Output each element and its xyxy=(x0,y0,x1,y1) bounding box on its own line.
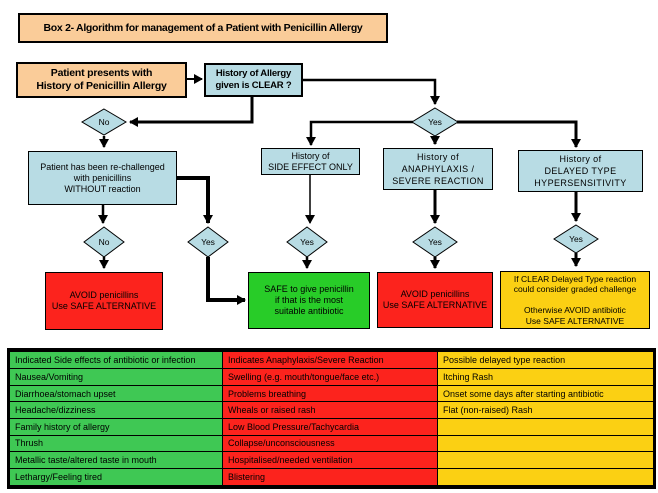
node-text: HYPERSENSITIVITY xyxy=(534,178,627,188)
decision-label-no-clear: No xyxy=(98,117,110,127)
table-cell xyxy=(437,451,655,469)
table-cell: Nausea/Vomiting xyxy=(8,368,223,386)
decision-diamond-no-rechallenged xyxy=(83,226,125,258)
node-text: SAFE to give penicillin xyxy=(264,284,354,294)
table-cell: Headache/dizziness xyxy=(8,401,223,419)
decision-label-no-rechallenged: No xyxy=(98,237,110,247)
node-text: Patient has been re-challenged xyxy=(40,161,165,172)
node-text: Use SAFE ALTERNATIVE xyxy=(51,301,157,311)
node-text: Otherwise AVOID antibiotic xyxy=(524,305,626,316)
decision-diamond-yes-anaphylaxis xyxy=(412,226,458,258)
table-row: Headache/dizziness Wheals or raised rash… xyxy=(8,401,655,419)
node-delayed-outcome: If CLEAR Delayed Type reaction could con… xyxy=(500,271,650,329)
table-cell: Hospitalised/needed ventilation xyxy=(222,451,438,469)
table-cell: Problems breathing xyxy=(222,384,438,403)
decision-diamond-yes-clear xyxy=(411,107,459,137)
node-text: AVOID penicillins xyxy=(400,289,470,299)
table-cell: Metallic taste/altered taste in mouth xyxy=(8,451,223,469)
node-text: WITHOUT reaction xyxy=(64,183,141,194)
table-cell xyxy=(437,417,655,436)
decision-label-yes-side-effect: Yes xyxy=(300,237,314,247)
table-cell: Collapse/unconsciousness xyxy=(222,434,438,453)
node-text: suitable antibiotic xyxy=(274,306,344,316)
table-row: Lethargy/Feeling tired Blistering xyxy=(8,467,655,488)
table-cell xyxy=(437,434,655,453)
node-text: given is CLEAR ? xyxy=(215,80,292,91)
decision-diamond-yes-side-effect xyxy=(286,226,328,258)
node-text: History of xyxy=(559,154,602,164)
node-history-clear-question: History of Allergy given is CLEAR ? xyxy=(204,63,303,97)
table-row: Indicated Side effects of antibiotic or … xyxy=(8,349,655,370)
decision-label-yes-anaphylaxis: Yes xyxy=(428,237,442,247)
table-cell: Swelling (e.g. mouth/tongue/face etc.) xyxy=(222,368,438,386)
table-cell: Blistering xyxy=(222,467,438,488)
node-text: could consider graded challenge xyxy=(513,284,637,295)
table-cell: Onset some days after starting antibioti… xyxy=(437,384,655,403)
node-patient-presents: Patient presents with History of Penicil… xyxy=(16,62,187,98)
table-header-cell: Possible delayed type reaction xyxy=(437,349,655,370)
table-cell: Thrush xyxy=(8,434,223,453)
decision-label-yes-delayed: Yes xyxy=(569,234,583,244)
decision-label-yes-clear: Yes xyxy=(428,117,442,127)
node-text: History of xyxy=(416,152,459,162)
connector-lines xyxy=(98,74,581,305)
node-text: DELAYED TYPE xyxy=(544,166,617,176)
table-header-cell: Indicated Side effects of antibiotic or … xyxy=(8,349,223,370)
node-text: with penicillins xyxy=(73,172,132,183)
decision-diamond-yes-rechallenged xyxy=(187,226,229,258)
node-text: History of Allergy xyxy=(215,68,292,79)
node-text: History of xyxy=(291,150,330,161)
node-text: ANAPHYLAXIS / xyxy=(401,164,475,174)
table-cell: Flat (non-raised) Rash xyxy=(437,401,655,419)
node-text: Patient presents with xyxy=(50,67,153,79)
decision-diamond-no-clear xyxy=(81,108,127,136)
table-row: Metallic taste/altered taste in mouth Ho… xyxy=(8,451,655,469)
node-anaphylaxis-history: History of ANAPHYLAXIS / SEVERE REACTION xyxy=(383,148,493,190)
decision-diamond-yes-delayed xyxy=(553,224,599,254)
node-text: if that is the most xyxy=(274,295,344,305)
node-safe-to-give: SAFE to give penicillin if that is the m… xyxy=(248,272,370,329)
table-cell: Itching Rash xyxy=(437,368,655,386)
table-cell: Wheals or raised rash xyxy=(222,401,438,419)
node-text: SEVERE REACTION xyxy=(392,176,484,186)
table-row: Nausea/Vomiting Swelling (e.g. mouth/ton… xyxy=(8,368,655,386)
node-avoid-penicillins-right: AVOID penicillins Use SAFE ALTERNATIVE xyxy=(377,272,493,328)
node-rechallenged: Patient has been re-challenged with peni… xyxy=(28,151,177,205)
table-cell: Low Blood Pressure/Tachycardia xyxy=(222,417,438,436)
table-cell: Lethargy/Feeling tired xyxy=(8,467,223,488)
node-text: If CLEAR Delayed Type reaction xyxy=(513,273,637,284)
node-text: AVOID penicillins xyxy=(69,290,139,300)
node-delayed-hypersensitivity: History of DELAYED TYPE HYPERSENSITIVITY xyxy=(518,150,643,192)
decision-label-yes-rechallenged: Yes xyxy=(201,237,215,247)
table-cell: Diarrhoea/stomach upset xyxy=(8,384,223,403)
symptom-reference-table: Indicated Side effects of antibiotic or … xyxy=(7,348,656,489)
node-text: SIDE EFFECT ONLY xyxy=(268,161,353,172)
table-cell: Family history of allergy xyxy=(8,417,223,436)
node-text: Use SAFE ALTERNATIVE xyxy=(382,300,488,310)
table-header-cell: Indicates Anaphylaxis/Severe Reaction xyxy=(222,349,438,370)
diagram-title-text: Box 2- Algorithm for management of a Pat… xyxy=(43,21,363,34)
table-cell xyxy=(437,467,655,488)
node-text: Use SAFE ALTERNATIVE xyxy=(525,315,625,326)
table-row: Diarrhoea/stomach upset Problems breathi… xyxy=(8,384,655,403)
node-avoid-penicillins-left: AVOID penicillins Use SAFE ALTERNATIVE xyxy=(45,272,163,330)
diagram-title: Box 2- Algorithm for management of a Pat… xyxy=(18,13,388,43)
table-row: Thrush Collapse/unconsciousness xyxy=(8,434,655,453)
node-text: History of Penicillin Allergy xyxy=(36,80,167,92)
node-side-effect-only: History of SIDE EFFECT ONLY xyxy=(261,148,360,175)
table-row: Family history of allergy Low Blood Pres… xyxy=(8,417,655,436)
